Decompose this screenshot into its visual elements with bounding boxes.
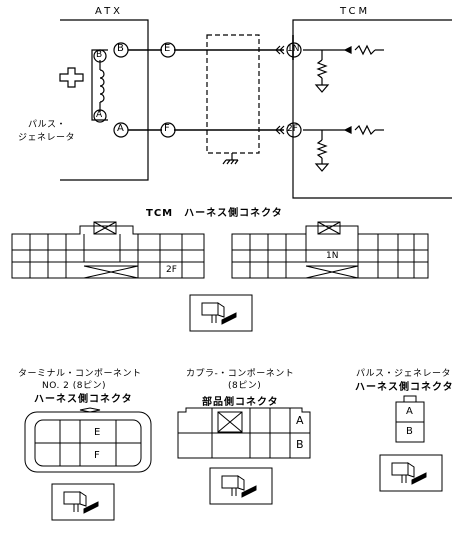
pulse-connector-line1: パルス・ジェネレータ <box>356 369 452 379</box>
resistor-top-horizontal <box>354 44 376 56</box>
pin-e-schematic: E <box>164 43 171 54</box>
pin-b-coil: B <box>96 50 103 60</box>
terminal-component-line1: ターミナル・コンポーネント <box>18 369 142 379</box>
ground-top <box>314 84 330 93</box>
pulse-connector-line2: ハーネス側コネクタ <box>355 382 454 393</box>
coupler-component-line3: 部品側コネクタ <box>202 397 279 408</box>
probe-icon-pulse <box>379 454 443 492</box>
coupler-component-connector <box>177 407 311 459</box>
shield-box <box>206 34 260 154</box>
atx-box-outline <box>60 19 149 181</box>
pulse-generator-label-line2: ジェネレータ <box>18 133 76 143</box>
resistor-bottom-horizontal <box>354 124 376 136</box>
pulse-connector-pin-a: A <box>406 406 413 417</box>
terminal-pin-f: F <box>94 450 100 461</box>
resistor-bottom-vertical <box>316 139 328 159</box>
shield-ground <box>222 159 239 165</box>
terminal-component-connector <box>24 407 152 473</box>
terminal-component-line3: ハーネス側コネクタ <box>34 394 133 405</box>
pulse-connector-pin-b: B <box>406 426 413 437</box>
terminal-pin-e: E <box>94 427 101 438</box>
pin-a-coil: A <box>96 110 103 120</box>
coupler-pin-a: A <box>296 414 304 427</box>
pin-2f-schematic: 2F <box>287 124 298 134</box>
probe-icon-tcm <box>189 294 253 332</box>
pin-a-bottom: A <box>117 123 124 134</box>
coil-symbol <box>99 69 105 103</box>
terminal-component-line2: NO. 2 (8ピン) <box>42 381 107 391</box>
tcm-label: TCM <box>340 6 371 17</box>
ground-bottom <box>314 163 330 172</box>
resistor-top-vertical <box>316 59 328 79</box>
pulse-generator-connector <box>395 395 425 443</box>
probe-icon-coupler <box>209 467 273 505</box>
pin-1n-schematic: 1N <box>287 44 300 54</box>
tcm-harness-title: TCM ハーネス側コネクタ <box>146 208 283 219</box>
probe-icon-terminal <box>51 483 115 521</box>
pin-f-schematic: F <box>164 123 170 134</box>
pin-2f-connector: 2F <box>166 265 177 275</box>
coupler-component-line2: (8ピン) <box>228 381 262 391</box>
coupler-pin-b: B <box>296 438 304 451</box>
pin-b-top: B <box>117 43 124 54</box>
atx-label: ATX <box>95 6 124 17</box>
pulse-generator-label-line1: パルス・ <box>28 120 67 130</box>
pulse-generator-icon <box>59 67 84 88</box>
tcm-box-outline <box>292 19 452 199</box>
coupler-component-line1: カプラ-・コンポーネント <box>186 369 295 379</box>
tcm-connector-left <box>11 221 205 279</box>
tcm-connector-right <box>231 221 429 279</box>
pin-1n-connector: 1N <box>326 251 339 261</box>
